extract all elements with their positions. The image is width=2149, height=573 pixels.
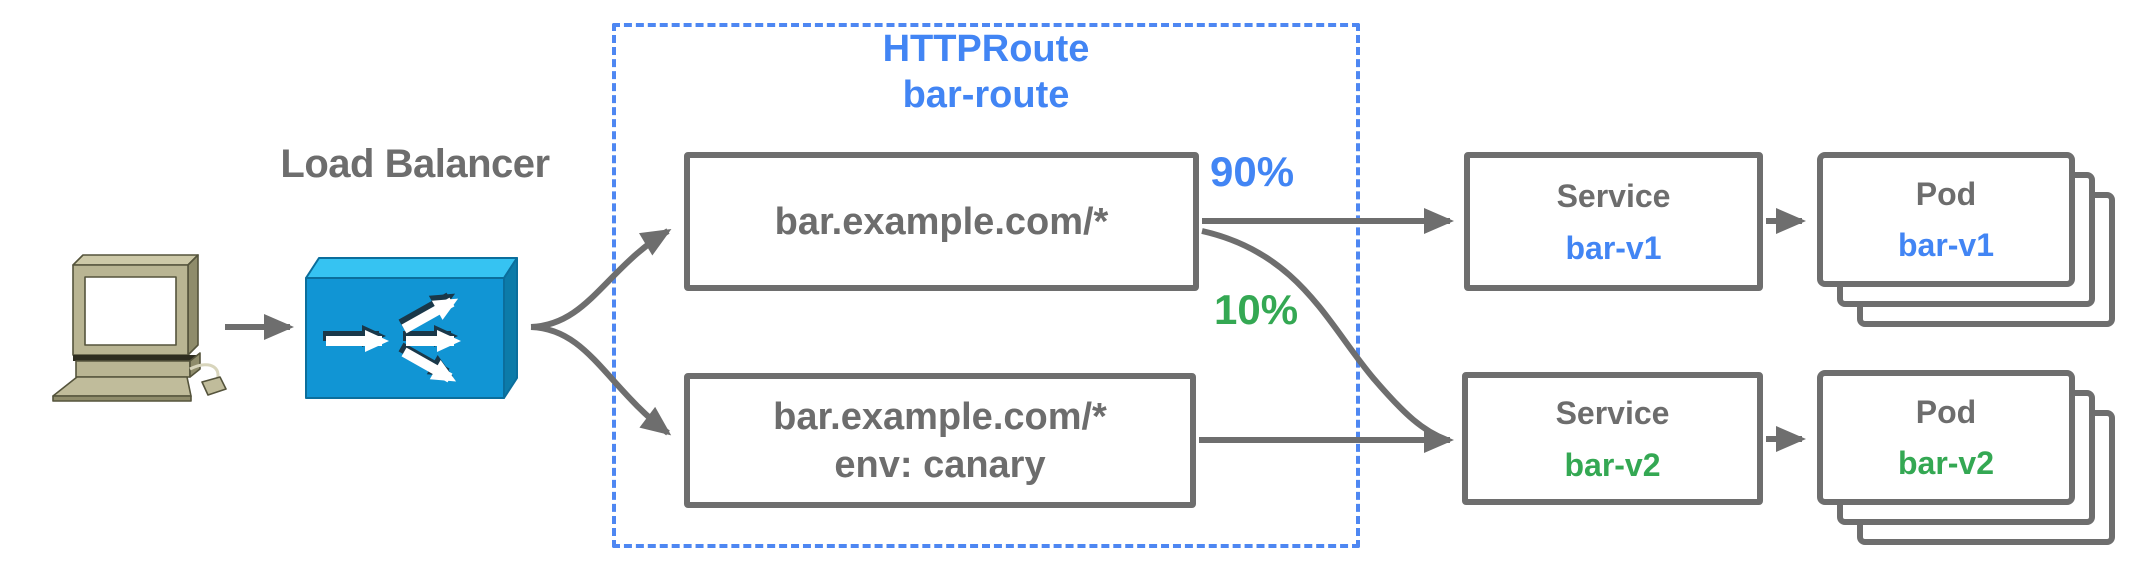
service2-kind-label: Service — [1555, 394, 1670, 431]
pod1-kind-label: Pod — [1915, 175, 1977, 212]
service-box-bar-v2: Service bar-v2 — [1462, 372, 1763, 505]
load-balancer-icon — [305, 257, 518, 399]
service-box-bar-v1: Service bar-v1 — [1464, 152, 1763, 291]
service1-kind-label: Service — [1556, 177, 1671, 214]
rule2-host-label: bar.example.com/* — [773, 395, 1107, 438]
lb-top-face — [305, 257, 518, 279]
service2-name-label: bar-v2 — [1564, 446, 1661, 483]
httproute-title: HTTPRoute bar-route — [612, 26, 1360, 118]
pod2-name-label: bar-v2 — [1897, 444, 1995, 481]
httproute-dashed-container — [612, 23, 1360, 548]
rule2-header-label: env: canary — [834, 443, 1046, 486]
pod-box-bar-v1: Pod bar-v1 — [1817, 152, 2075, 287]
computer-base-front — [75, 360, 191, 378]
pod1-name-label: bar-v1 — [1897, 226, 1995, 263]
monitor-screen — [84, 276, 177, 346]
rule-box-bar-example: bar.example.com/* — [684, 152, 1199, 291]
computer-base-side — [189, 352, 201, 378]
rule-box-bar-example-canary: bar.example.com/* env: canary — [684, 373, 1196, 508]
pod-stack-bar-v1: Pod bar-v1 — [1817, 152, 2115, 327]
arrow-rule1-to-service2-curve — [1201, 228, 1449, 443]
monitor-side-face — [187, 254, 199, 356]
lb-arrow-out-down — [401, 347, 457, 383]
rule1-host-label: bar.example.com/* — [774, 200, 1109, 243]
lb-split-arrows — [326, 297, 461, 383]
httproute-name-label: bar-route — [902, 74, 1070, 116]
keyboard-front — [52, 395, 192, 402]
arrow-lb-to-rule1 — [530, 228, 672, 330]
lb-arrow-out-up — [401, 297, 459, 334]
service1-name-label: bar-v1 — [1565, 229, 1662, 266]
pod2-kind-label: Pod — [1915, 393, 1977, 430]
pod-stack-bar-v2: Pod bar-v2 — [1817, 370, 2115, 545]
monitor-shadow — [73, 355, 197, 361]
arrow-lb-to-rule2 — [530, 324, 672, 436]
monitor-top-face — [72, 254, 199, 266]
load-balancer-label: Load Balancer — [280, 142, 550, 186]
weight-label-90: 90% — [1210, 148, 1295, 195]
lb-side-face — [503, 257, 518, 399]
weight-label-10: 10% — [1214, 286, 1299, 333]
httproute-kind-label: HTTPRoute — [882, 28, 1090, 70]
desktop-computer-icon — [52, 254, 227, 402]
pod-box-bar-v2: Pod bar-v2 — [1817, 370, 2075, 505]
keyboard-top — [52, 376, 192, 397]
mouse-icon — [201, 376, 227, 396]
